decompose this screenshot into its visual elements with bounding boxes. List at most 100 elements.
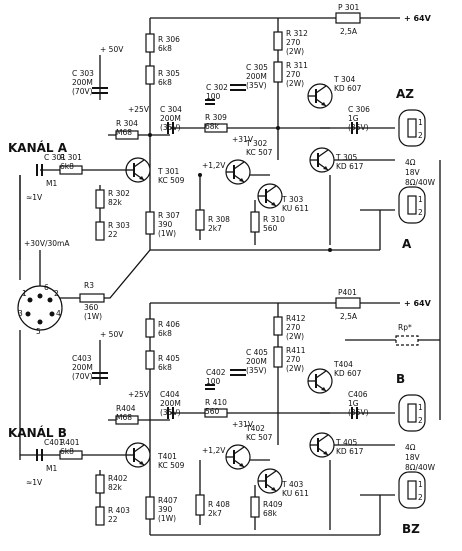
capacitor-value: 200M [160,114,181,123]
resistor-name: R 304 [116,119,138,128]
transistor-type: KD 607 [334,369,362,378]
capacitor-value: 1G [348,399,359,408]
capacitor-note: (70V) [72,372,93,381]
speaker-spec: 4Ω [405,443,416,452]
resistor-name: R 405 [158,354,180,363]
resistor-name: R 410 [205,398,227,407]
voltage-25v: +25V [128,105,150,114]
speaker-az [398,109,426,147]
resistor-name: R 306 [158,35,180,44]
capacitor-value: 200M [72,78,93,87]
resistor-note: (2W) [286,47,304,56]
transistor-t302 [225,159,251,185]
resistor-value: 6k8 [158,44,172,53]
speaker-spec: 4Ω [405,158,416,167]
resistor-r401 [59,450,83,460]
resistor-name: R 406 [158,320,180,329]
voltage-31v: +31V [232,420,254,429]
capacitor-name: C406 [348,390,368,399]
transistor-name: T 403 [281,480,304,489]
resistor-name: R 311 [286,61,308,70]
supply-30v: +30V/30mA [24,239,70,248]
resistor-note: (2W) [286,332,304,341]
resistor-r407 [145,496,155,520]
capacitor-value: M1 [46,179,57,188]
resistor-note: (1W) [158,229,176,238]
capacitor-c306 [351,122,358,134]
capacitor-value: 100 [206,92,221,101]
resistor-value: 82k [108,198,123,207]
resistor-note: (2W) [286,79,304,88]
resistor-r304 [115,130,139,140]
resistor-r303 [95,221,105,241]
capacitor-c404 [167,407,174,419]
capacitor-c303 [92,87,108,94]
speaker-b [398,394,426,432]
capacitor-c302 [205,99,215,105]
capacitor-c305 [230,84,246,91]
capacitor-c304 [167,122,174,134]
fuse-value: 2,5A [340,27,358,36]
transistor-type: KD 607 [334,84,362,93]
capacitor-name: C401 [44,438,64,447]
resistor-name: R401 [60,438,80,447]
capacitor-name: C 305 [246,63,268,72]
shared-circuit [17,160,441,460]
resistor-note: (1W) [84,312,102,321]
transistor-t402 [225,444,251,470]
resistor-value: M68 [116,128,132,137]
resistor-value: 390 [158,220,173,229]
capacitor-name: C 301 [44,153,66,162]
resistor-value: 6k8 [60,162,74,171]
fuse-name: P 301 [338,3,359,12]
resistor-r408 [195,494,205,516]
capacitor-note: (35V) [160,123,181,132]
resistor-name: R404 [116,404,136,413]
supply-output: + 64V [404,299,432,308]
transistor-name: T401 [157,452,177,461]
resistor-value: M68 [116,413,132,422]
input-voltage: ≈1V [26,193,43,202]
resistor-value: 270 [286,38,301,47]
transistor-name: T 302 [245,139,268,148]
capacitor-name: C 405 [246,348,268,357]
transistor-name: T402 [245,424,265,433]
capacitor-note: (35V) [246,81,267,90]
transistor-t405 [309,432,335,458]
speaker-bz [398,471,426,509]
connector-pin: 2 [54,289,59,298]
resistor-r410 [250,496,260,518]
voltage-12v: +1,2V [202,161,226,170]
resistor-value: 270 [286,323,301,332]
speaker-spec: 8Ω/40W [405,463,436,472]
resistor-value: 22 [108,515,118,524]
capacitor-name: C404 [160,390,180,399]
capacitor-c406 [351,407,358,419]
transistor-t304 [307,83,333,109]
resistor-value: 22 [108,230,118,239]
capacitor-name: C 304 [160,105,182,114]
speaker-label-bottom: A [402,237,412,251]
connector-pin: 6 [44,283,49,292]
transistor-t404 [307,368,333,394]
transistor-name: T 303 [281,195,304,204]
fuse-p401 [335,297,361,309]
voltage-12v: +1,2V [202,446,226,455]
resistor-value: 68k [205,122,220,131]
channel-b [36,297,426,536]
transistor-type: KC 509 [158,461,185,470]
resistor-name: R409 [263,500,283,509]
fuse-value: 2,5A [340,312,358,321]
capacitor-note: (35V) [348,408,369,417]
voltage-50v: + 50V [100,45,124,54]
capacitor-value: M1 [46,464,57,473]
capacitor-value: 100 [206,377,221,386]
speaker-label-top: AZ [396,87,414,101]
supply-output: + 64V [404,14,432,23]
connector-pin: 5 [36,327,41,336]
resistor-r307 [145,211,155,235]
resistor-r403 [95,506,105,526]
voltage-50v: + 50V [100,330,124,339]
transistor-type: KU 611 [282,204,309,213]
